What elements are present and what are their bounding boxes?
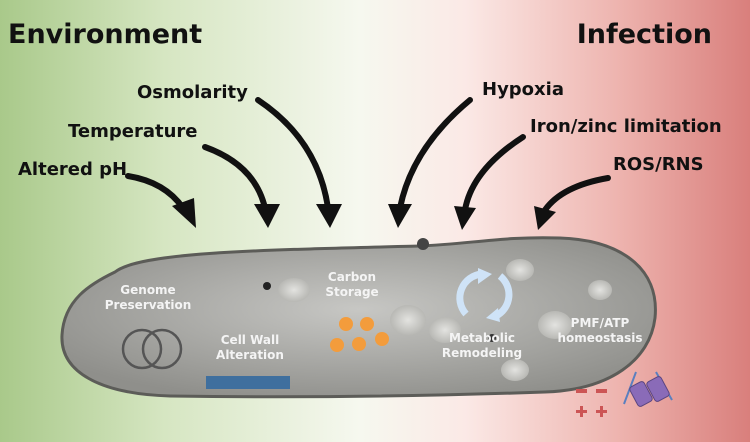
vacuole: [538, 311, 572, 339]
label-osmolarity: Osmolarity: [137, 82, 248, 103]
label-metabolic-1: Metabolic: [449, 331, 515, 345]
arrowhead-osmolarity: [316, 204, 342, 228]
arrowhead-iron-zinc: [454, 206, 476, 230]
carbon-granule: [375, 332, 389, 346]
title-environment: Environment: [8, 19, 202, 50]
arrowhead-altered-ph: [172, 198, 196, 228]
arrow-altered-ph: [125, 173, 186, 211]
arrow-temperature: [202, 144, 268, 211]
arrowhead-temperature: [254, 204, 280, 228]
cycle-arrowhead: [486, 308, 500, 322]
vacuole: [588, 280, 612, 300]
bacterial-cell: Genome Preservation Cell Wall Alteration…: [60, 236, 673, 417]
charge-icons: [576, 389, 607, 417]
label-cell-wall-1: Cell Wall: [221, 333, 279, 347]
label-pmf-2: homeostasis: [557, 331, 642, 345]
label-ros-rns: ROS/RNS: [613, 154, 704, 175]
carbon-granules: [330, 317, 389, 352]
label-carbon-1: Carbon: [328, 270, 376, 284]
vacuole: [429, 317, 461, 343]
membrane-knob: [417, 238, 429, 250]
carbon-granule: [330, 338, 344, 352]
transporter-icon: [646, 376, 670, 402]
vacuole: [390, 305, 426, 335]
carbon-granule: [339, 317, 353, 331]
label-temperature: Temperature: [68, 121, 197, 142]
cycle-arc: [494, 273, 513, 320]
carbon-granule: [360, 317, 374, 331]
cell-body: [60, 236, 657, 399]
genome-circle-icon: [121, 328, 163, 370]
plus-icon: [580, 406, 583, 417]
cycle-arrowhead: [478, 268, 492, 284]
carbon-granule: [352, 337, 366, 351]
arrowheads: [172, 198, 556, 230]
arrowhead-ros-rns: [534, 206, 556, 230]
vacuole: [501, 359, 529, 381]
arrow-hypoxia: [397, 97, 473, 211]
transporter-icon: [629, 381, 653, 407]
minus-icon: [576, 389, 587, 393]
genome-circle-icon: [141, 328, 183, 370]
label-pmf-1: PMF/ATP: [571, 316, 630, 330]
label-hypoxia: Hypoxia: [482, 79, 564, 100]
vacuole: [506, 259, 534, 281]
vacuole: [278, 278, 310, 302]
label-genome-2: Preservation: [105, 298, 192, 312]
arrow-iron-zinc: [462, 134, 526, 213]
dark-granule: [488, 334, 496, 342]
label-genome-1: Genome: [120, 283, 175, 297]
arrow-osmolarity: [255, 97, 331, 211]
label-metabolic-2: Remodeling: [442, 346, 522, 360]
title-infection: Infection: [577, 19, 712, 50]
label-cell-wall-2: Alteration: [216, 348, 284, 362]
cycle-arc: [456, 270, 483, 317]
label-altered-ph: Altered pH: [18, 159, 127, 180]
dark-granule: [263, 282, 271, 290]
cell-wall-bar: [206, 376, 290, 389]
label-carbon-2: Storage: [325, 285, 378, 299]
plus-icon: [600, 406, 603, 417]
label-iron-zinc: Iron/zinc limitation: [530, 116, 722, 137]
stress-arrows: [125, 97, 611, 213]
arrowhead-hypoxia: [388, 204, 412, 228]
minus-icon: [596, 389, 607, 393]
metabolic-cycle-icon: [456, 270, 513, 320]
arrow-ros-rns: [542, 175, 611, 213]
